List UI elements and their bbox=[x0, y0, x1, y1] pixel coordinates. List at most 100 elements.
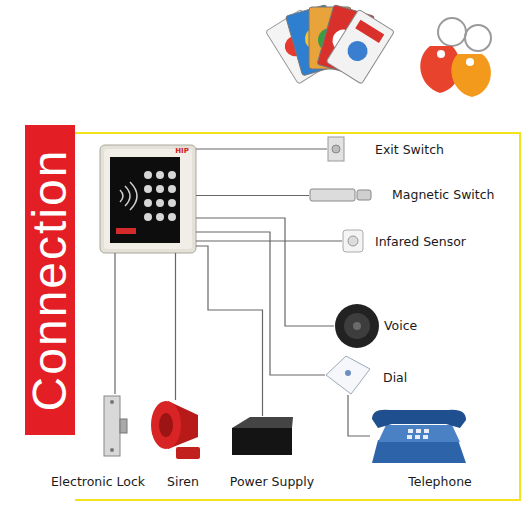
device-label: Power Supply bbox=[230, 475, 314, 489]
key bbox=[156, 199, 164, 207]
siren: Siren bbox=[150, 400, 201, 460]
phone-top bbox=[378, 425, 460, 442]
key bbox=[144, 185, 152, 193]
device-label: Electronic Lock bbox=[51, 475, 145, 489]
key bbox=[144, 171, 152, 179]
key bbox=[423, 435, 428, 439]
screw bbox=[110, 448, 114, 452]
dialer-light bbox=[345, 370, 351, 376]
dialer-body bbox=[326, 356, 370, 394]
siren-base bbox=[176, 447, 200, 459]
phone-base bbox=[372, 440, 466, 463]
speaker-cone bbox=[344, 313, 370, 339]
key bbox=[168, 171, 176, 179]
sensor-lens bbox=[348, 236, 358, 246]
key-fobs bbox=[420, 18, 491, 97]
indicator bbox=[116, 228, 136, 234]
speaker-cap bbox=[353, 322, 361, 330]
wire bbox=[196, 232, 325, 375]
band-title: Connection bbox=[24, 149, 77, 412]
key bbox=[168, 185, 176, 193]
device-label: Telephone bbox=[408, 475, 471, 489]
controller-graphic bbox=[100, 145, 196, 253]
sensor-body bbox=[343, 230, 363, 252]
frame-line bbox=[75, 133, 520, 500]
magnet-plate bbox=[357, 190, 371, 200]
wire bbox=[114, 253, 115, 394]
electronic-lock: Electronic Lock bbox=[102, 394, 128, 458]
fob-hole bbox=[437, 50, 445, 58]
controller-bezel bbox=[104, 149, 192, 249]
key bbox=[144, 199, 152, 207]
speaker-icon bbox=[335, 304, 379, 348]
dialer: Dial bbox=[325, 355, 371, 395]
exit-switch-icon bbox=[328, 137, 344, 161]
phone-handset bbox=[372, 410, 466, 428]
key bbox=[156, 213, 164, 221]
key bbox=[144, 213, 152, 221]
key bbox=[424, 429, 429, 433]
siren-horn bbox=[151, 401, 181, 449]
key bbox=[408, 429, 413, 433]
device-label: HIP bbox=[175, 148, 189, 156]
lock-body bbox=[104, 396, 120, 456]
phone-keys bbox=[407, 429, 429, 439]
wire bbox=[196, 246, 263, 416]
key bbox=[168, 199, 176, 207]
rfid-cards bbox=[266, 5, 395, 84]
key bbox=[156, 171, 164, 179]
exit-switch: Exit Switch bbox=[327, 136, 345, 162]
key bbox=[407, 435, 412, 439]
magnet-body bbox=[310, 189, 355, 201]
supply-top bbox=[232, 417, 293, 428]
key-fob bbox=[451, 54, 491, 97]
wire bbox=[196, 195, 309, 196]
device-label: Exit Switch bbox=[375, 143, 444, 157]
key-ring bbox=[465, 25, 491, 51]
wire bbox=[196, 148, 327, 149]
supply-body bbox=[232, 428, 292, 455]
telephone: Telephone bbox=[370, 407, 467, 465]
device-label: Siren bbox=[167, 475, 199, 489]
speaker: Voice bbox=[334, 303, 380, 349]
key bbox=[416, 429, 421, 433]
title-band: Connection bbox=[25, 125, 75, 435]
card-art bbox=[355, 20, 384, 43]
device-label: Voice bbox=[384, 319, 417, 333]
rfid-symbol bbox=[120, 182, 137, 210]
siren-throat bbox=[159, 413, 173, 437]
magnetic-switch: Magnetic Switch bbox=[309, 187, 373, 204]
fob-hole bbox=[466, 58, 474, 66]
lock-bolt bbox=[120, 419, 127, 433]
device-label: Infared Sensor bbox=[375, 235, 466, 249]
telephone-icon bbox=[372, 410, 466, 463]
keypad bbox=[144, 171, 176, 221]
device-label: Magnetic Switch bbox=[392, 188, 495, 202]
wire bbox=[175, 253, 176, 400]
switch-plate bbox=[328, 137, 344, 161]
device-label: Dial bbox=[383, 371, 407, 385]
infrared-sensor-icon bbox=[343, 230, 363, 252]
speaker-rim bbox=[335, 304, 379, 348]
wire bbox=[348, 395, 370, 436]
access-controller: HIP bbox=[100, 145, 196, 253]
key-ring bbox=[438, 18, 466, 46]
key bbox=[415, 435, 420, 439]
card-art bbox=[344, 37, 372, 65]
key bbox=[156, 185, 164, 193]
controller-case bbox=[100, 145, 196, 253]
magnetic-switch-icon bbox=[310, 189, 371, 201]
wire bbox=[196, 240, 342, 241]
infrared-sensor: Infared Sensor bbox=[342, 229, 364, 253]
lock-icon bbox=[104, 396, 127, 456]
key bbox=[168, 213, 176, 221]
switch-button bbox=[332, 145, 340, 153]
dialer-icon bbox=[326, 356, 370, 394]
power-supply: Power Supply bbox=[231, 416, 294, 456]
power-supply-icon bbox=[232, 417, 293, 455]
controller-screen bbox=[110, 157, 180, 243]
siren-icon bbox=[151, 401, 200, 459]
